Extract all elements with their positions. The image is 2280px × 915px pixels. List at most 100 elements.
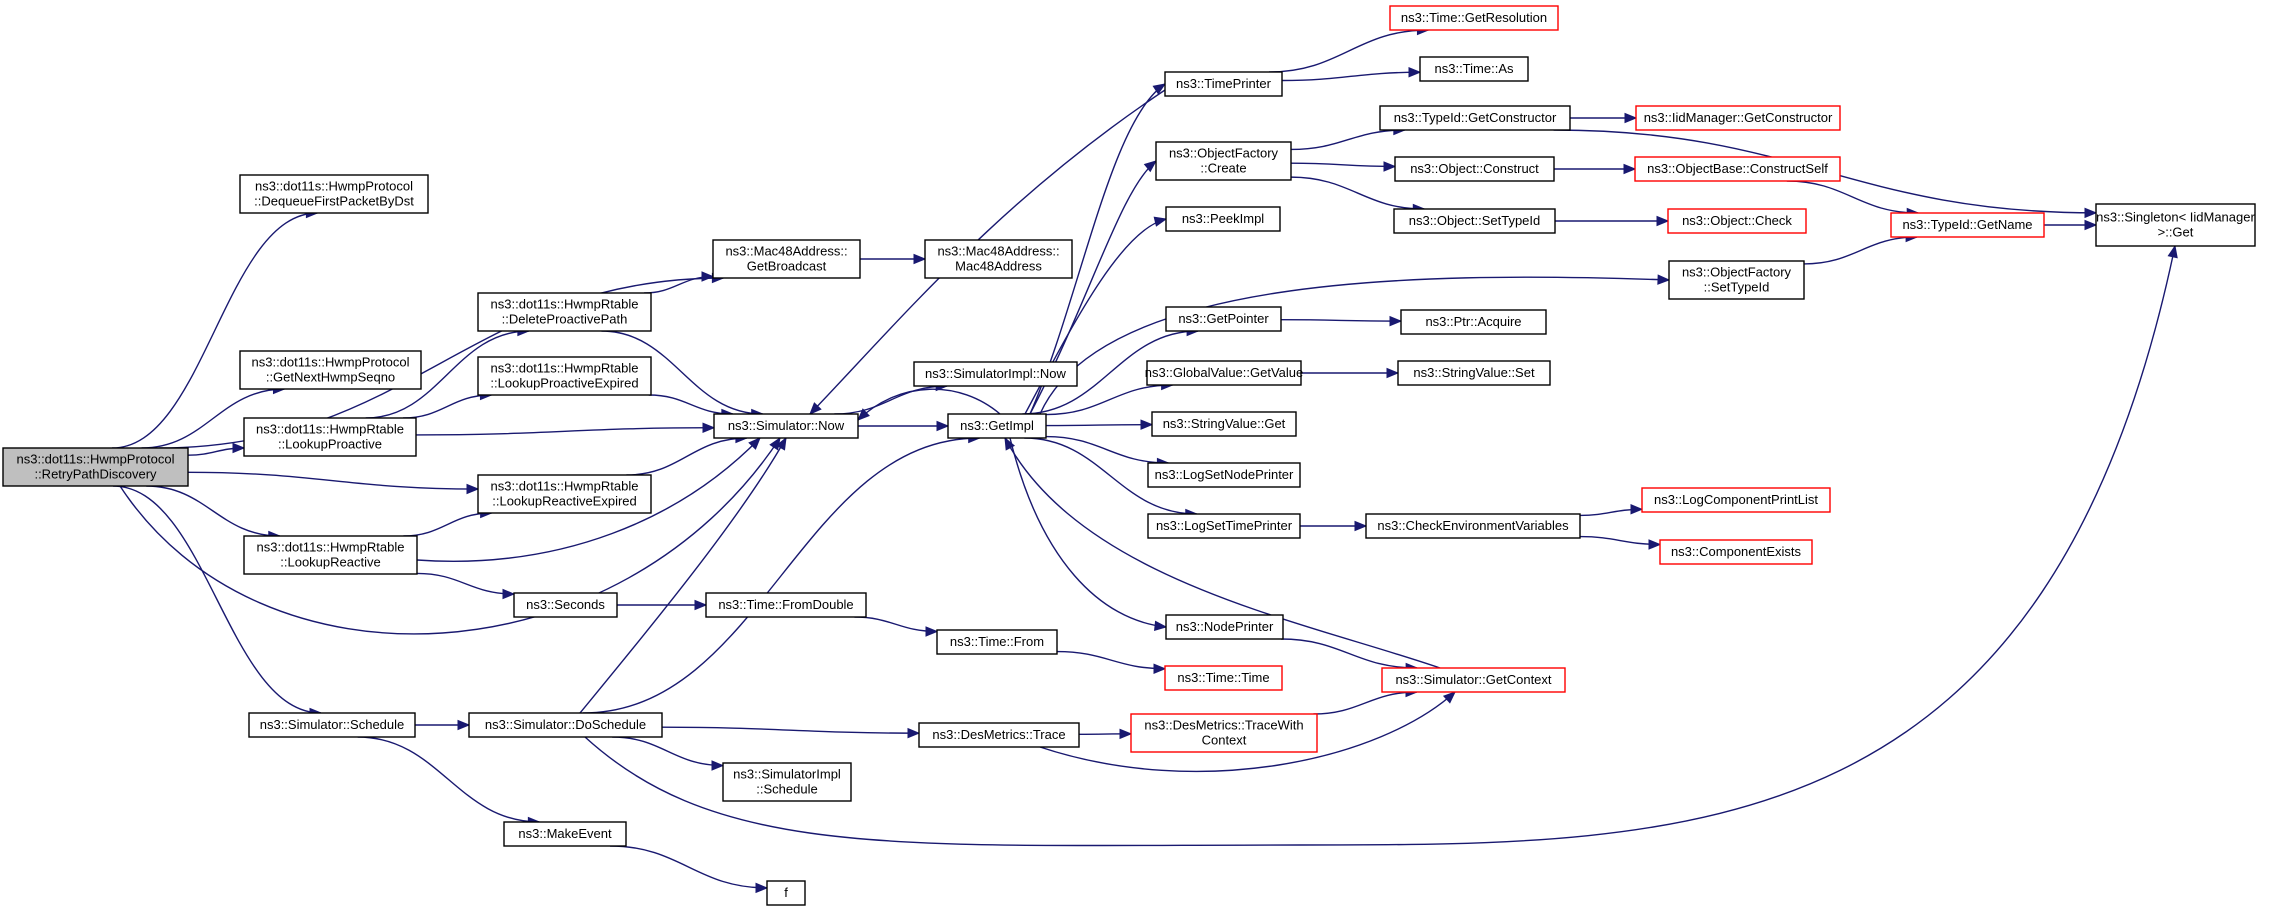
node-getcontext[interactable]: ns3::Simulator::GetContext	[1381, 667, 1566, 693]
node-logcomp[interactable]: ns3::LogComponentPrintList	[1641, 487, 1831, 513]
node-label: >::Get	[2158, 225, 2194, 240]
node-lookproactiveexp[interactable]: ns3::dot11s::HwmpRtable::LookupProactive…	[477, 356, 652, 396]
node-schedule[interactable]: ns3::Simulator::Schedule	[248, 712, 416, 738]
node-lookreactiveexp[interactable]: ns3::dot11s::HwmpRtable::LookupReactiveE…	[477, 474, 652, 514]
node-label: ::LookupProactive	[278, 437, 382, 452]
node-lookproactive[interactable]: ns3::dot11s::HwmpRtable::LookupProactive	[243, 417, 417, 457]
node-simnow[interactable]: ns3::Simulator::Now	[713, 413, 859, 439]
node-ofcreate[interactable]: ns3::ObjectFactory::Create	[1155, 141, 1292, 181]
node-box	[1165, 614, 1284, 640]
node-nodeprinter[interactable]: ns3::NodePrinter	[1165, 614, 1284, 640]
node-tidgetctor[interactable]: ns3::TypeId::GetConstructor	[1379, 105, 1571, 131]
node-svset[interactable]: ns3::StringValue::Set	[1397, 360, 1551, 386]
node-label: ::RetryPathDiscovery	[34, 467, 157, 482]
node-compexists[interactable]: ns3::ComponentExists	[1659, 539, 1813, 565]
node-dequeue[interactable]: ns3::dot11s::HwmpProtocol::DequeueFirstP…	[239, 174, 429, 214]
node-timeprinter[interactable]: ns3::TimePrinter	[1164, 71, 1283, 97]
edge-line	[1269, 29, 1429, 73]
node-logtime[interactable]: ns3::LogSetTimePrinter	[1147, 513, 1301, 539]
node-box	[1155, 141, 1292, 181]
node-label: GetBroadcast	[747, 259, 827, 274]
edge-arrowhead	[701, 271, 715, 282]
node-fromdouble[interactable]: ns3::Time::FromDouble	[705, 592, 867, 618]
edge-arrowhead	[809, 402, 822, 415]
node-label: ns3::GlobalValue::GetValue	[1145, 365, 1304, 380]
node-getimpl[interactable]: ns3::GetImpl	[947, 413, 1047, 439]
node-box	[1365, 513, 1581, 539]
node-getnext[interactable]: ns3::dot11s::HwmpProtocol::GetNextHwmpSe…	[239, 350, 422, 390]
node-objconstruct[interactable]: ns3::Object::Construct	[1394, 156, 1555, 182]
node-singleton[interactable]: ns3::Singleton< IidManager>::Get	[2095, 203, 2256, 247]
edge-arrowhead	[1389, 315, 1403, 327]
node-box	[1147, 462, 1301, 488]
node-seconds[interactable]: ns3::Seconds	[513, 592, 618, 618]
node-retry[interactable]: ns3::dot11s::HwmpProtocol::RetryPathDisc…	[2, 447, 189, 487]
edge-arrowhead	[1153, 663, 1167, 674]
node-objcheck[interactable]: ns3::Object::Check	[1667, 208, 1807, 234]
edge-line	[1004, 437, 1441, 669]
node-timeas[interactable]: ns3::Time::As	[1419, 56, 1529, 82]
node-makeevent[interactable]: ns3::MakeEvent	[503, 821, 627, 847]
node-implschedule[interactable]: ns3::SimulatorImpl::Schedule	[722, 762, 852, 802]
node-ptracquire[interactable]: ns3::Ptr::Acquire	[1400, 309, 1547, 335]
edge-retry-to-lookproactive	[187, 442, 246, 456]
node-peekimpl[interactable]: ns3::PeekImpl	[1165, 206, 1281, 232]
edge-arrowhead	[1154, 620, 1168, 632]
node-label: ns3::Time::Time	[1177, 670, 1269, 685]
edge-objconstruct-to-obconstructself	[1553, 163, 1637, 175]
edge-arrowhead	[1442, 691, 1456, 704]
node-lognode[interactable]: ns3::LogSetNodePrinter	[1147, 462, 1301, 488]
node-label: ::LookupReactive	[280, 555, 380, 570]
node-destrace[interactable]: ns3::DesMetrics::Trace	[918, 722, 1080, 748]
node-timetime[interactable]: ns3::Time::Time	[1164, 665, 1283, 691]
node-getres[interactable]: ns3::Time::GetResolution	[1389, 5, 1559, 31]
edge-line	[1039, 276, 1670, 415]
node-getpointer[interactable]: ns3::GetPointer	[1165, 306, 1282, 332]
node-implnow[interactable]: ns3::SimulatorImpl::Now	[913, 361, 1078, 387]
node-label: ns3::Simulator::GetContext	[1395, 672, 1551, 687]
edge-arrowhead	[1153, 216, 1168, 227]
node-checkenv[interactable]: ns3::CheckEnvironmentVariables	[1365, 513, 1581, 539]
edge-getimpl-to-simnow	[857, 388, 1001, 421]
node-deleteproactive[interactable]: ns3::dot11s::HwmpRtable::DeleteProactive…	[477, 292, 652, 332]
node-box	[503, 821, 627, 847]
node-box	[1165, 306, 1282, 332]
node-box	[722, 762, 852, 802]
node-lookreactive[interactable]: ns3::dot11s::HwmpRtable::LookupReactive	[243, 535, 418, 575]
node-label: ns3::TimePrinter	[1176, 76, 1272, 91]
node-iidgetctor[interactable]: ns3::IidManager::GetConstructor	[1635, 105, 1841, 131]
edge-line	[579, 437, 787, 714]
node-label: ns3::Time::FromDouble	[718, 597, 853, 612]
node-label: Mac48Address	[955, 259, 1042, 274]
edge-schedule-to-makeevent	[357, 736, 541, 828]
node-timefrom[interactable]: ns3::Time::From	[936, 629, 1058, 655]
node-mac48[interactable]: ns3::Mac48Address::Mac48Address	[924, 239, 1073, 279]
node-obconstructself[interactable]: ns3::ObjectBase::ConstructSelf	[1634, 156, 1841, 182]
node-gvgetvalue[interactable]: ns3::GlobalValue::GetValue	[1145, 360, 1304, 386]
edge-lookproactive-to-simnow	[415, 422, 716, 436]
node-tidgetname[interactable]: ns3::TypeId::GetName	[1890, 212, 2045, 238]
edge-line	[1280, 638, 1418, 669]
edge-arrowhead	[1656, 215, 1670, 227]
node-doschedule[interactable]: ns3::Simulator::DoSchedule	[468, 712, 663, 738]
node-box	[1419, 56, 1529, 82]
node-box	[1397, 360, 1551, 386]
node-ofsettype[interactable]: ns3::ObjectFactory::SetTypeId	[1668, 260, 1805, 300]
node-box	[1890, 212, 2045, 238]
node-getbroadcast[interactable]: ns3::Mac48Address::GetBroadcast	[712, 239, 861, 279]
edge-doschedule-to-singleton	[584, 244, 2178, 847]
node-f[interactable]: f	[766, 880, 806, 906]
node-svget[interactable]: ns3::StringValue::Get	[1151, 411, 1297, 437]
edge-lookreactive-to-simnow	[416, 437, 761, 562]
edge-arrowhead	[1143, 160, 1158, 173]
edge-retry-to-lookreactive	[146, 485, 282, 542]
edge-ofcreate-to-objsettype	[1290, 176, 1426, 215]
node-label: ns3::IidManager::GetConstructor	[1644, 110, 1833, 125]
edge-line	[1045, 423, 1153, 427]
node-label: ns3::LogComponentPrintList	[1654, 492, 1818, 507]
edge-line	[416, 437, 761, 562]
node-objsettype[interactable]: ns3::Object::SetTypeId	[1393, 208, 1556, 234]
node-label: ::LookupReactiveExpired	[492, 494, 637, 509]
